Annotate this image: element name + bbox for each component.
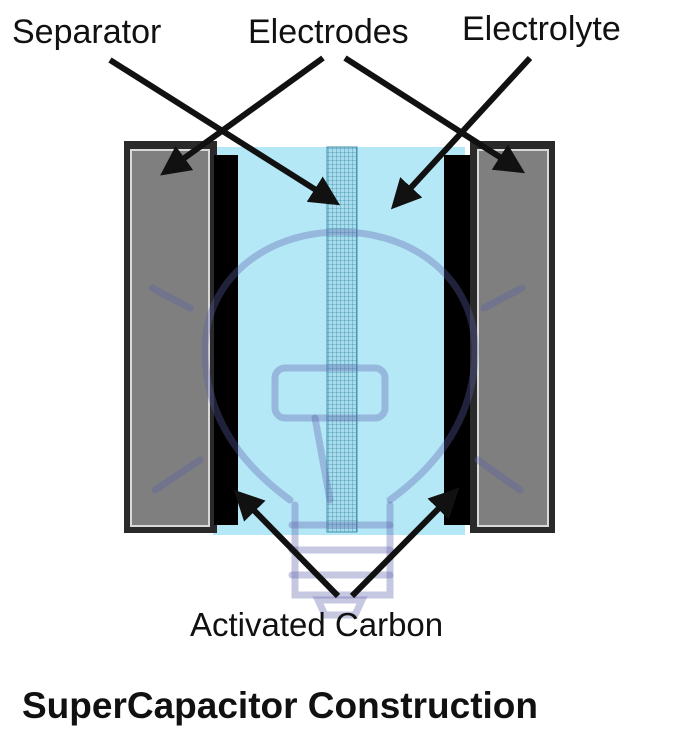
label-electrolyte: Electrolyte	[462, 10, 621, 48]
right-electrode-plate	[477, 149, 549, 527]
lightbulb-watermark-icon	[148, 228, 526, 619]
separator-membrane	[326, 146, 358, 533]
right-activated-carbon-layer	[444, 155, 470, 525]
arrow-carbon-to-right-layer	[349, 487, 460, 599]
diagram-caption: SuperCapacitor Construction	[22, 685, 538, 726]
arrow-electrodes-to-right-plate	[343, 55, 526, 174]
label-electrodes: Electrodes	[248, 13, 409, 51]
left-activated-carbon-layer	[214, 155, 238, 525]
arrow-carbon-to-left-layer	[233, 489, 341, 599]
arrow-electrodes-to-left-plate	[160, 55, 325, 176]
label-separator: Separator	[12, 13, 161, 51]
label-activated-carbon: Activated Carbon	[190, 606, 443, 643]
arrow-electrolyte-to-region	[390, 55, 533, 210]
left-electrode-plate	[130, 149, 210, 527]
